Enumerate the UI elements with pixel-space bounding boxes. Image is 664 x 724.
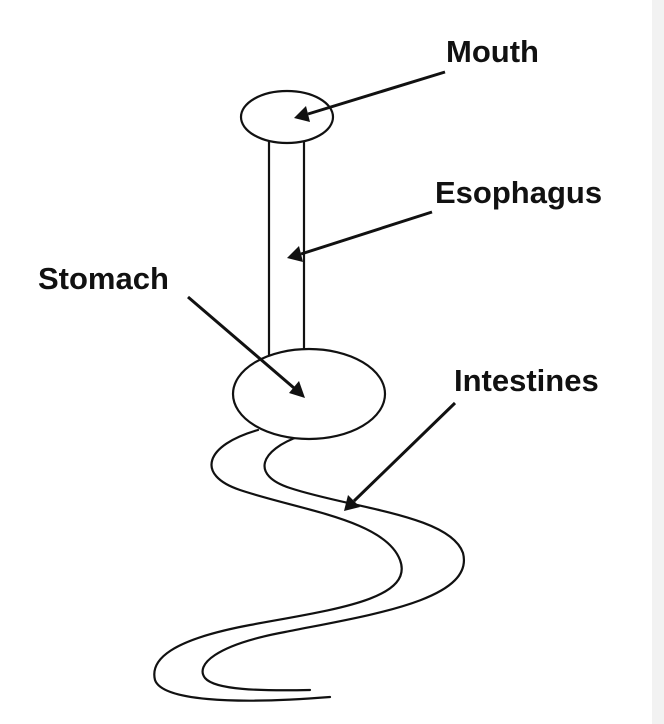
esophagus-tube [267,138,306,358]
stomach-label: Stomach [38,261,169,296]
intestines-inner-edge [201,434,466,692]
mouth-shape [239,89,335,145]
esophagus-pointer-arrow [287,210,433,262]
intestines-outer-edge [153,428,403,702]
stomach-pointer-arrow [187,295,305,398]
mouth-label: Mouth [446,34,539,69]
esophagus-label: Esophagus [435,175,602,210]
intestines-shape [153,428,466,702]
intestines-label: Intestines [454,363,599,398]
page-edge-strip [652,0,664,724]
intestines-pointer-arrow [344,401,457,511]
mouth-pointer-arrow [294,70,446,122]
stomach-shape [231,347,387,441]
